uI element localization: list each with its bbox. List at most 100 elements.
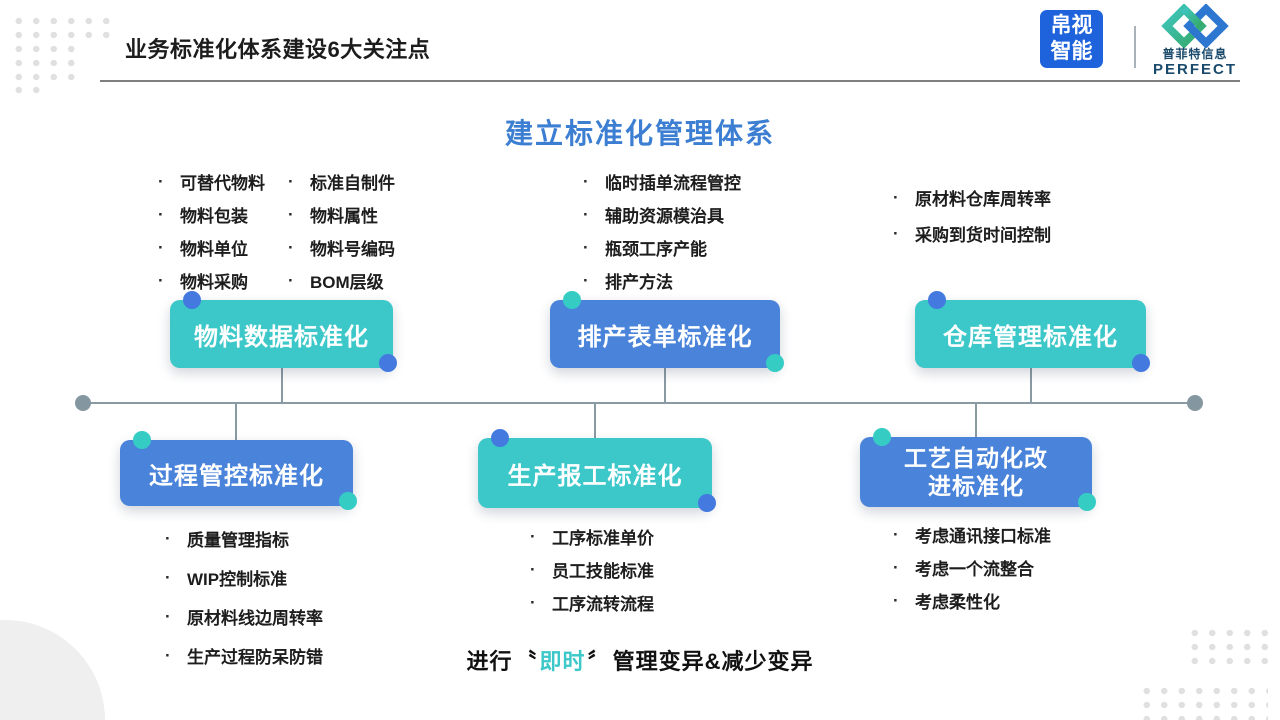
bullet-text: 考虑柔性化 xyxy=(915,593,1000,612)
footer-quote-close: 〞 xyxy=(587,649,611,674)
footer-statement: 进行〝即时〞管理变异&减少变异 xyxy=(0,644,1280,676)
bullet-dot: · xyxy=(288,204,294,224)
company-logo: 普菲特信息 PERFECT xyxy=(1150,4,1240,78)
corner-dot xyxy=(183,291,201,309)
corner-dot xyxy=(698,494,716,512)
dot-grid-bottom-right xyxy=(1186,626,1274,668)
corner-dot xyxy=(379,354,397,372)
corner-dot xyxy=(133,431,151,449)
bullet-item: · 采购到货时间控制 xyxy=(893,221,1051,246)
bullet-item: ·BOM层级 xyxy=(288,268,395,293)
bullet-text: 员工技能标准 xyxy=(552,562,654,581)
bullet-text: 物料属性 xyxy=(310,207,378,226)
bullet-dot: · xyxy=(530,559,536,579)
corner-dot xyxy=(928,291,946,309)
bullet-dot: · xyxy=(165,606,171,626)
bullet-item: ·工序流转流程 xyxy=(530,590,654,615)
bullet-dot: · xyxy=(583,270,589,290)
brand-badge-line1: 帛视 xyxy=(1050,14,1093,37)
node-box-process-control: 过程管控标准化 xyxy=(120,431,357,510)
bullet-list-scheduling: ·临时插单流程管控·辅助资源模治具·瓶颈工序产能·排产方法 xyxy=(583,169,741,301)
bullet-list-warehouse: ·原材料仓库周转率 · 采购到货时间控制 xyxy=(893,185,1051,257)
bullet-text: 物料单位 xyxy=(180,240,248,259)
bullet-item: ·原材料仓库周转率 xyxy=(893,185,1051,210)
connector-vertical xyxy=(281,368,283,402)
bullet-item: · 标准自制件 xyxy=(288,169,395,194)
footer-highlight: 即时 xyxy=(539,649,586,674)
section-title: 建立标准化管理体系 xyxy=(504,118,775,149)
bullet-text: 考虑一个流整合 xyxy=(915,560,1034,579)
bullet-item: ·临时插单流程管控 xyxy=(583,169,741,194)
corner-dot xyxy=(1132,354,1150,372)
node-box-process-automation: 工艺自动化改 进标准化 xyxy=(860,428,1096,511)
bullet-dot: · xyxy=(165,528,171,548)
bullet-item: · 可替代物料 xyxy=(158,169,265,194)
bullet-dot: · xyxy=(158,270,164,290)
brand-badge-line2: 智能 xyxy=(1050,40,1093,63)
bullet-item: · 工序标准单价 xyxy=(530,524,654,549)
bullet-dot: · xyxy=(158,171,164,191)
bullet-text: 采购到货时间控制 xyxy=(915,226,1051,245)
bullet-item: · 物料包装 xyxy=(158,202,265,227)
bullet-item: ·排产方法 xyxy=(583,268,741,293)
bullet-text: WIP控制标准 xyxy=(187,570,288,589)
bullet-dot: · xyxy=(893,223,899,243)
page-title: 业务标准化体系建设6大关注点 xyxy=(125,37,431,62)
bullet-text: 质量管理指标 xyxy=(187,531,289,550)
node-box-label: 生产报工标准化 xyxy=(507,462,683,490)
bullet-text: 瓶颈工序产能 xyxy=(605,240,707,259)
bullet-item: ·考虑通讯接口标准 xyxy=(893,522,1051,547)
node-box-label-line1: 工艺自动化改 xyxy=(904,445,1048,471)
bullet-dot: · xyxy=(530,592,536,612)
node-box-production-report: 生产报工标准化 xyxy=(478,429,716,512)
bullet-text: 辅助资源模治具 xyxy=(605,207,724,226)
header-divider xyxy=(1134,26,1136,68)
dot-grid-bottom-right xyxy=(1138,684,1268,720)
bullet-item: · 考虑柔性化 xyxy=(893,588,1051,613)
node-box-label-line2: 进标准化 xyxy=(928,473,1024,499)
dot-grid-top-left xyxy=(10,42,82,82)
bullet-dot: · xyxy=(583,171,589,191)
footer-prefix: 进行 xyxy=(466,649,513,674)
node-box-label: 排产表单标准化 xyxy=(577,323,753,351)
bullet-dot: · xyxy=(165,645,171,665)
bullet-dot: · xyxy=(158,204,164,224)
bullet-text: BOM层级 xyxy=(310,273,384,292)
connector-vertical xyxy=(235,404,237,440)
header-rule xyxy=(100,80,1240,82)
bullet-text: 原材料仓库周转率 xyxy=(915,190,1051,209)
connector-vertical xyxy=(1030,368,1032,402)
bullet-text: 物料采购 xyxy=(180,273,248,292)
bullet-dot: · xyxy=(288,237,294,257)
connector-horizontal-line xyxy=(83,402,1196,404)
bullet-dot: · xyxy=(165,567,171,587)
bullet-item: · 物料属性 xyxy=(288,202,395,227)
connector-endpoint-left xyxy=(75,395,91,411)
logo-name-en: PERFECT xyxy=(1152,61,1237,78)
bullet-dot: · xyxy=(893,524,899,544)
brand-badge: 帛视 智能 xyxy=(1040,10,1103,68)
dot-grid-top-left xyxy=(10,14,116,41)
corner-dot xyxy=(873,428,891,446)
bullet-item: ·考虑一个流整合 xyxy=(893,555,1051,580)
bullet-dot: · xyxy=(893,590,899,610)
node-box-warehouse: 仓库管理标准化 xyxy=(915,291,1150,372)
bullet-dot: · xyxy=(530,526,536,546)
bullet-text: 标准自制件 xyxy=(310,174,395,193)
bullet-item: ·生产过程防呆防错 xyxy=(165,643,323,668)
bullet-text: 可替代物料 xyxy=(180,174,265,193)
bullet-item: · 质量管理指标 xyxy=(165,526,323,551)
bullet-dot: · xyxy=(583,237,589,257)
node-box-material-data: 物料数据标准化 xyxy=(170,291,397,372)
bullet-item: · 物料采购 xyxy=(158,268,265,293)
corner-dot xyxy=(339,492,357,510)
bullet-text: 物料包装 xyxy=(180,207,248,226)
bullet-item: ·原材料线边周转率 xyxy=(165,604,323,629)
bullet-item: · WIP控制标准 xyxy=(165,565,323,590)
bullet-dot: · xyxy=(288,171,294,191)
bullet-text: 工序标准单价 xyxy=(552,529,654,548)
bullet-text: 物料号编码 xyxy=(310,240,395,259)
dot-grid-top-left xyxy=(10,83,48,96)
bullet-item: · 瓶颈工序产能 xyxy=(583,235,741,260)
bullet-list-process-automation: ·考虑通讯接口标准·考虑一个流整合·考虑柔性化 xyxy=(893,522,1051,621)
